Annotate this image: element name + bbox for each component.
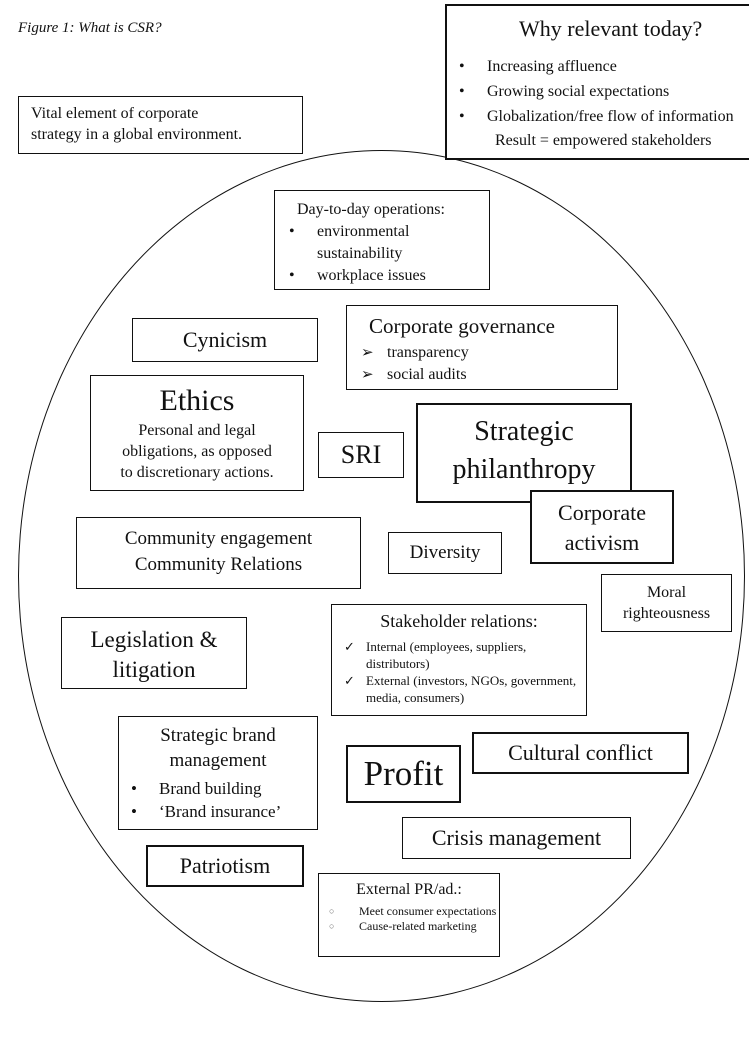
why-item: Increasing affluence (459, 54, 734, 79)
patriotism-box: Patriotism (146, 845, 304, 887)
corporate-governance-title: Corporate governance (369, 314, 555, 338)
corporate-activism-box: Corporate activism (530, 490, 674, 564)
community-line: Community Relations (134, 554, 303, 575)
vital-element-box: Vital element of corporate strategy in a… (18, 96, 303, 154)
strategic-philanthropy-box: Strategic philanthropy (416, 403, 632, 503)
stakeholder-item: Internal (employees, suppliers, distribu… (344, 638, 580, 672)
moral-box: Moral righteousness (601, 574, 732, 632)
day-to-day-item: environmental sustainability (289, 221, 489, 265)
brand-line: Strategic brand (160, 725, 276, 746)
stakeholder-title: Stakeholder relations: (380, 611, 538, 631)
ethics-line: obligations, as opposed (122, 443, 272, 460)
why-item: Globalization/free flow of information (459, 104, 734, 129)
moral-line: Moral (646, 584, 687, 601)
crisis-management-label: Crisis management (431, 825, 602, 850)
external-pr-item: Meet consumer expectations (329, 904, 499, 919)
diversity-box: Diversity (388, 532, 502, 574)
philanthropy-line: Strategic (474, 416, 574, 447)
activism-line: Corporate (558, 500, 646, 525)
figure-caption: Figure 1: What is CSR? (18, 20, 162, 36)
vital-line: strategy in a global environment. (31, 126, 243, 143)
corporate-governance-box: Corporate governance transparency social… (346, 305, 618, 390)
external-pr-title: External PR/ad.: (356, 881, 462, 898)
external-pr-item: Cause-related marketing (329, 919, 499, 934)
ethics-title: Ethics (159, 384, 235, 417)
patriotism-label: Patriotism (179, 853, 271, 878)
cynicism-box: Cynicism (132, 318, 318, 362)
diversity-label: Diversity (409, 542, 481, 563)
activism-line: activism (564, 530, 640, 555)
stakeholder-item: External (investors, NGOs, government, m… (344, 672, 580, 706)
day-to-day-item: workplace issues (289, 265, 489, 287)
community-box: Community engagement Community Relations (76, 517, 361, 589)
stakeholder-box: Stakeholder relations: Internal (employe… (331, 604, 587, 716)
day-to-day-box: Day-to-day operations: environmental sus… (274, 190, 490, 290)
governance-item: transparency (361, 342, 469, 364)
why-item: Growing social expectations (459, 79, 734, 104)
profit-label: Profit (363, 754, 444, 793)
crisis-management-box: Crisis management (402, 817, 631, 859)
ethics-line: to discretionary actions. (120, 464, 274, 481)
brand-item: Brand building (131, 777, 281, 800)
why-relevant-title: Why relevant today? (519, 16, 703, 41)
legislation-line: Legislation & (90, 627, 218, 652)
vital-line: Vital element of corporate (31, 105, 199, 122)
philanthropy-line: philanthropy (452, 454, 596, 485)
profit-box: Profit (346, 745, 461, 803)
governance-item: social audits (361, 364, 469, 386)
ethics-box: Ethics Personal and legal obligations, a… (90, 375, 304, 491)
cultural-conflict-label: Cultural conflict (508, 740, 653, 765)
ethics-line: Personal and legal (138, 422, 256, 439)
legislation-line: litigation (112, 657, 196, 682)
csr-ellipse (18, 150, 745, 1002)
external-pr-box: External PR/ad.: Meet consumer expectati… (318, 873, 500, 957)
sri-box: SRI (318, 432, 404, 478)
moral-line: righteousness (622, 605, 711, 622)
legislation-box: Legislation & litigation (61, 617, 247, 689)
brand-box: Strategic brand management Brand buildin… (118, 716, 318, 830)
why-result: Result = empowered stakeholders (495, 132, 712, 149)
sri-label: SRI (340, 440, 382, 469)
community-line: Community engagement (124, 528, 313, 549)
why-relevant-box: Why relevant today? Increasing affluence… (445, 4, 749, 160)
brand-item: ‘Brand insurance’ (131, 800, 281, 823)
day-to-day-title: Day-to-day operations: (297, 201, 445, 218)
brand-line: management (169, 750, 267, 771)
cynicism-label: Cynicism (182, 327, 268, 352)
cultural-conflict-box: Cultural conflict (472, 732, 689, 774)
